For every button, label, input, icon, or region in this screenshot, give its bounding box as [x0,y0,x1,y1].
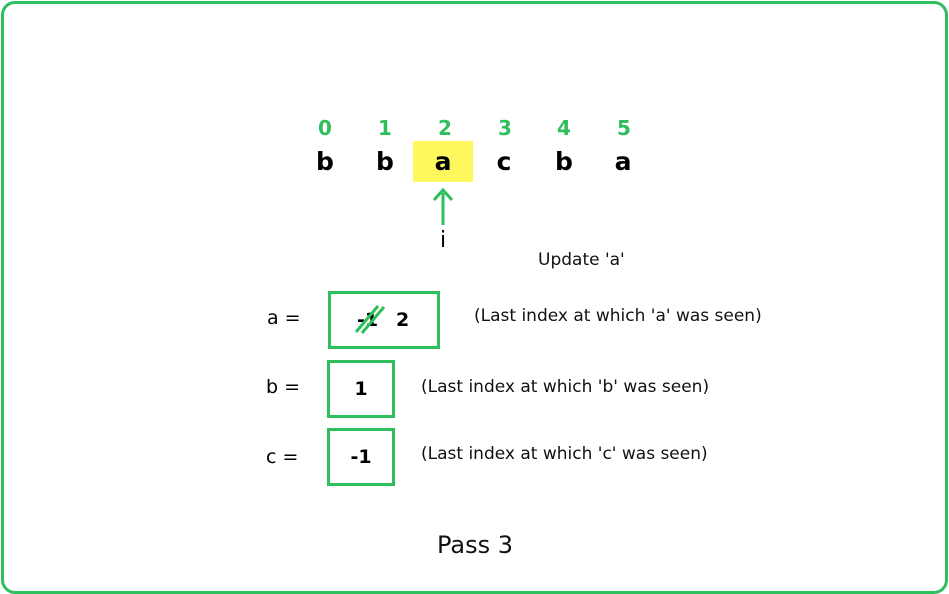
string-char-0: b [316,147,334,176]
value-box-c [327,428,395,486]
variable-label-c: c = [266,446,299,468]
value-box-a [328,291,440,349]
variable-label-a: a = [267,307,301,329]
current-char-highlight [413,141,473,182]
index-label-4: 4 [557,116,571,140]
strikethrough-icon [354,305,386,334]
string-char-3: c [496,147,512,176]
string-char-4: b [555,147,573,176]
value-c: -1 [350,446,372,468]
index-label-0: 0 [318,116,332,140]
pass-caption: Pass 3 [436,531,513,559]
value-b: 1 [354,378,368,400]
update-note: Update 'a' [538,250,625,270]
variable-label-b: b = [266,376,301,398]
note-a: (Last index at which 'a' was seen) [474,306,762,326]
index-label-3: 3 [498,116,512,140]
pointer-arrow-icon [432,187,454,225]
note-b: (Last index at which 'b' was seen) [421,377,710,397]
note-c: (Last index at which 'c' was seen) [421,444,708,464]
index-label-5: 5 [617,116,631,140]
string-char-2: a [434,147,452,176]
string-char-5: a [614,147,632,176]
pointer-label: i [439,228,447,253]
string-char-1: b [376,147,394,176]
value-box-b [327,360,395,418]
index-label-2: 2 [438,116,452,140]
value-a: 2 [396,309,410,331]
index-label-1: 1 [378,116,392,140]
